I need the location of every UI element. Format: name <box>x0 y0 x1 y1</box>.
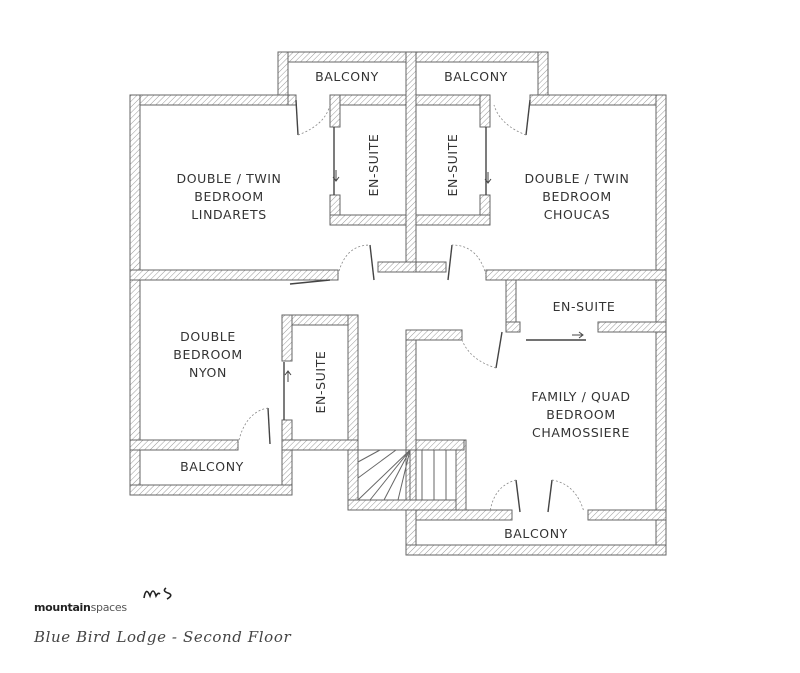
room-labels: BALCONY BALCONY DOUBLE / TWIN BEDROOM LI… <box>173 69 630 541</box>
label-lindarets-3: LINDARETS <box>191 207 267 222</box>
label-balcony-top-left: BALCONY <box>315 69 379 84</box>
logo-brand-light: spaces <box>90 601 128 614</box>
label-chamossiere-2: BEDROOM <box>546 407 615 422</box>
plan-caption: Blue Bird Lodge - Second Floor <box>34 628 292 646</box>
label-choucas-2: BEDROOM <box>542 189 611 204</box>
logo-brand-bold: mountain <box>34 601 91 614</box>
label-ensuite-right: EN-SUITE <box>553 299 616 314</box>
logo-wordmark: mountainspaces <box>34 601 127 614</box>
slide-arrows <box>284 170 584 382</box>
label-balcony-left: BALCONY <box>180 459 244 474</box>
label-nyon-3: NYON <box>189 365 227 380</box>
staircase <box>357 449 456 501</box>
label-nyon-2: BEDROOM <box>173 347 242 362</box>
doors <box>237 99 586 513</box>
walls <box>129 51 667 556</box>
label-balcony-top-right: BALCONY <box>444 69 508 84</box>
label-chamossiere-3: CHAMOSSIERE <box>532 425 630 440</box>
label-balcony-bottom: BALCONY <box>504 526 568 541</box>
label-ensuite-1: EN-SUITE <box>366 134 381 197</box>
label-nyon-1: DOUBLE <box>180 329 236 344</box>
label-lindarets-2: BEDROOM <box>194 189 263 204</box>
label-choucas-1: DOUBLE / TWIN <box>524 171 629 186</box>
label-chamossiere-1: FAMILY / QUAD <box>531 389 630 404</box>
label-ensuite-nyon: EN-SUITE <box>313 351 328 414</box>
logo-mark-icon <box>143 587 172 600</box>
label-lindarets-1: DOUBLE / TWIN <box>176 171 281 186</box>
mountain-spaces-logo: mountainspaces <box>34 582 204 622</box>
label-choucas-3: CHOUCAS <box>544 207 611 222</box>
label-ensuite-2: EN-SUITE <box>445 134 460 197</box>
